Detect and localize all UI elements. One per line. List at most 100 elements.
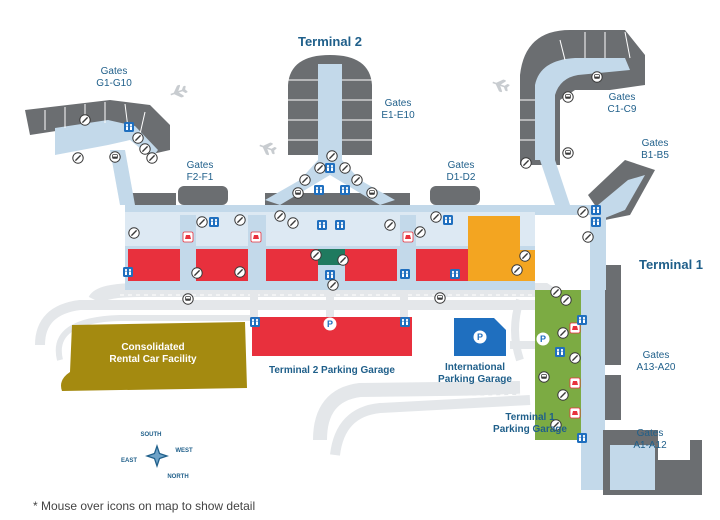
label-terminal-1: Terminal 1 bbox=[638, 257, 704, 272]
label-rental-line2: Rental Car Facility bbox=[109, 354, 197, 365]
shuttle-bus-icon bbox=[562, 91, 574, 103]
restroom-icon bbox=[577, 433, 587, 443]
rental-car-facility[interactable] bbox=[61, 322, 247, 391]
shuttle-bus-icon bbox=[366, 187, 378, 199]
shopping-icon bbox=[511, 264, 523, 276]
label-gates-word: Gates bbox=[447, 160, 475, 171]
shopping-icon bbox=[234, 214, 246, 226]
restroom-icon bbox=[250, 317, 260, 327]
label-gates-word: Gates bbox=[100, 66, 128, 77]
label-gates-c1-c9: Gates C1-C9 bbox=[597, 92, 647, 116]
restroom-icon bbox=[591, 217, 601, 227]
parking-icon bbox=[323, 317, 337, 331]
shuttle-bus-icon bbox=[562, 147, 574, 159]
label-rental-car-facility: Consolidated Rental Car Facility bbox=[98, 342, 208, 366]
shopping-icon bbox=[550, 286, 562, 298]
shopping-icon bbox=[557, 389, 569, 401]
compass-rose bbox=[145, 444, 169, 468]
shuttle-bus-icon bbox=[591, 71, 603, 83]
shopping-icon bbox=[519, 250, 531, 262]
label-gates-word: Gates bbox=[384, 98, 412, 109]
restroom-icon bbox=[209, 217, 219, 227]
restroom-icon bbox=[325, 163, 335, 173]
label-gates-word: Gates bbox=[636, 428, 664, 439]
shopping-icon bbox=[146, 152, 158, 164]
shuttle-bus-icon bbox=[109, 151, 121, 163]
label-rental-line1: Consolidated bbox=[121, 342, 185, 353]
label-gates-a13-a20: Gates A13-A20 bbox=[624, 350, 688, 374]
label-gates-range: F2-F1 bbox=[186, 172, 214, 183]
shopping-icon bbox=[569, 352, 581, 364]
shopping-icon bbox=[72, 152, 84, 164]
shuttle-bus-icon bbox=[292, 187, 304, 199]
label-gates-d1-d2: Gates D1-D2 bbox=[436, 160, 486, 184]
dining-icon bbox=[250, 231, 262, 243]
restroom-icon bbox=[591, 205, 601, 215]
compass-west-label: WEST bbox=[175, 448, 193, 454]
label-gates-range: A1-A12 bbox=[633, 440, 667, 451]
shuttle-bus-icon bbox=[434, 292, 446, 304]
shopping-icon bbox=[582, 231, 594, 243]
label-gates-e1-e10: Gates E1-E10 bbox=[373, 98, 423, 122]
restroom-icon bbox=[123, 267, 133, 277]
dining-icon bbox=[569, 377, 581, 389]
dining-icon bbox=[402, 231, 414, 243]
label-t1-garage-line1: Terminal 1 bbox=[505, 412, 555, 423]
compass-south-label: SOUTH bbox=[140, 432, 162, 438]
shopping-icon bbox=[520, 157, 532, 169]
shopping-icon bbox=[310, 249, 322, 261]
restroom-icon bbox=[340, 185, 350, 195]
label-gates-range: D1-D2 bbox=[446, 172, 476, 183]
shopping-icon bbox=[577, 206, 589, 218]
restroom-icon bbox=[400, 269, 410, 279]
label-gates-f2-f1: Gates F2-F1 bbox=[175, 160, 225, 184]
label-intl-line1: International bbox=[444, 362, 505, 373]
label-intl-line2: Parking Garage bbox=[438, 374, 512, 385]
gates-c-pier bbox=[520, 30, 645, 205]
label-terminal-1-parking-garage: Terminal 1 Parking Garage bbox=[485, 412, 575, 436]
label-gates-a1-a12: Gates A1-A12 bbox=[620, 428, 680, 452]
gates-e-satellite bbox=[265, 55, 395, 205]
shopping-icon bbox=[79, 114, 91, 126]
label-gates-range: B1-B5 bbox=[641, 150, 669, 161]
restroom-icon bbox=[400, 317, 410, 327]
terminal-1-building bbox=[581, 265, 702, 495]
label-gates-word: Gates bbox=[608, 92, 636, 103]
label-gates-range: A13-A20 bbox=[636, 362, 676, 373]
label-gates-word: Gates bbox=[186, 160, 214, 171]
label-terminal-2-parking-garage: Terminal 2 Parking Garage bbox=[269, 365, 395, 376]
shopping-icon bbox=[337, 254, 349, 266]
label-t1-garage-line2: Parking Garage bbox=[493, 424, 567, 435]
restroom-icon bbox=[335, 220, 345, 230]
shopping-icon bbox=[351, 174, 363, 186]
label-gates-range: C1-C9 bbox=[607, 104, 637, 115]
shopping-icon bbox=[314, 162, 326, 174]
restroom-icon bbox=[325, 270, 335, 280]
shopping-icon bbox=[560, 294, 572, 306]
shuttle-bus-icon bbox=[538, 371, 550, 383]
compass-north-label: NORTH bbox=[167, 474, 189, 480]
shopping-icon bbox=[326, 150, 338, 162]
shopping-icon bbox=[384, 219, 396, 231]
parking-icon bbox=[536, 332, 550, 346]
airplane-icon bbox=[168, 83, 189, 101]
shopping-icon bbox=[132, 132, 144, 144]
restroom-icon bbox=[314, 185, 324, 195]
label-gates-range: E1-E10 bbox=[381, 110, 415, 121]
airplane-icon bbox=[490, 76, 511, 94]
shopping-icon bbox=[339, 162, 351, 174]
shopping-icon bbox=[234, 266, 246, 278]
restroom-icon bbox=[555, 347, 565, 357]
label-gates-word: Gates bbox=[641, 138, 669, 149]
shopping-icon bbox=[139, 143, 151, 155]
label-gates-range: G1-G10 bbox=[96, 78, 132, 89]
shopping-icon bbox=[557, 327, 569, 339]
shopping-icon bbox=[274, 210, 286, 222]
parking-icon bbox=[473, 330, 487, 344]
map-footnote: * Mouse over icons on map to show detail bbox=[33, 499, 256, 513]
label-international-parking-garage: International Parking Garage bbox=[430, 362, 520, 386]
shopping-icon bbox=[430, 211, 442, 223]
shopping-icon bbox=[414, 226, 426, 238]
label-gates-word: Gates bbox=[642, 350, 670, 361]
restroom-icon bbox=[317, 220, 327, 230]
